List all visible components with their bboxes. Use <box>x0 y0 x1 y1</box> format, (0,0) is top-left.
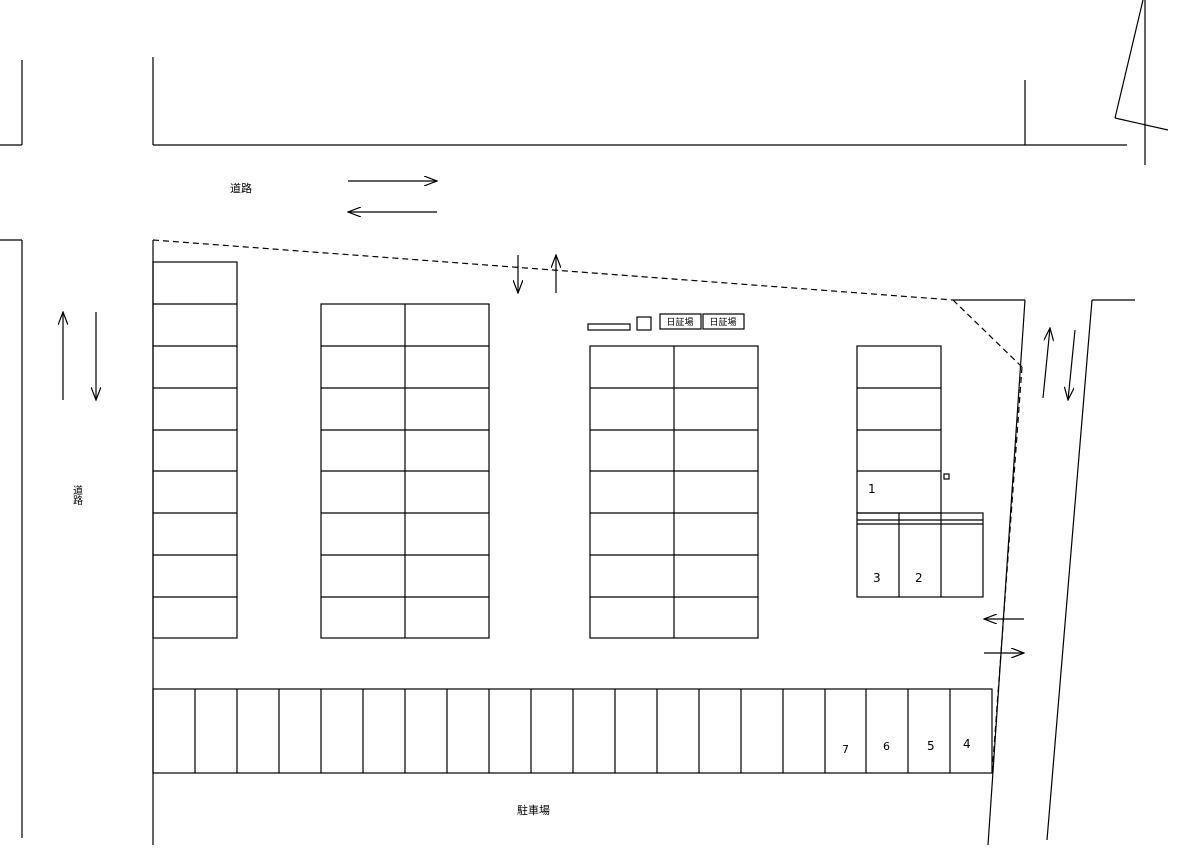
traffic-arrows <box>63 181 1076 653</box>
right-road-arrow-down-icon <box>1068 329 1076 400</box>
parking-block-c <box>589 345 759 639</box>
parking-row-bottom: 7 6 5 4 <box>152 688 993 774</box>
site-boundary <box>152 239 1023 776</box>
corner-sign-line-a <box>1114 0 1144 119</box>
area-labels: 道路 道路 駐車場 <box>71 181 551 817</box>
marker-post <box>943 473 950 480</box>
right-road-west-edge <box>987 299 1026 846</box>
sign-label-left: 日証場 <box>666 316 693 328</box>
space-number-3: 3 <box>873 571 881 585</box>
right-road-arrow-up-icon <box>1042 328 1050 399</box>
sign-label-right: 日証場 <box>709 316 736 328</box>
corner-sign-line-b <box>1114 117 1169 131</box>
boundary-corner <box>952 299 1023 368</box>
boundary-north <box>152 239 954 301</box>
space-number-6: 6 <box>883 740 890 753</box>
small-box <box>636 316 652 331</box>
space-number-2: 2 <box>915 571 923 585</box>
parking-block-b <box>320 303 490 639</box>
space-number-1: 1 <box>868 482 876 496</box>
space-number-7: 7 <box>842 743 849 756</box>
boundary-east <box>991 366 1023 776</box>
road-label-left: 道路 <box>71 484 83 506</box>
road-label-top: 道路 <box>230 181 252 195</box>
signboards: 日証場 日証場 <box>587 313 745 331</box>
space-number-4: 4 <box>963 737 971 751</box>
sign-board-left <box>659 313 702 330</box>
parking-block-a <box>152 261 238 639</box>
sign-board-right <box>702 313 745 330</box>
parking-lot-label: 駐車場 <box>517 803 550 817</box>
parking-block-d: 1 3 2 <box>856 345 984 598</box>
block-d-lower-outline <box>856 512 984 598</box>
right-road-east-edge <box>1046 299 1093 841</box>
space-number-5: 5 <box>927 739 935 753</box>
bench-bar <box>587 323 631 331</box>
block-a-outline <box>152 261 238 639</box>
